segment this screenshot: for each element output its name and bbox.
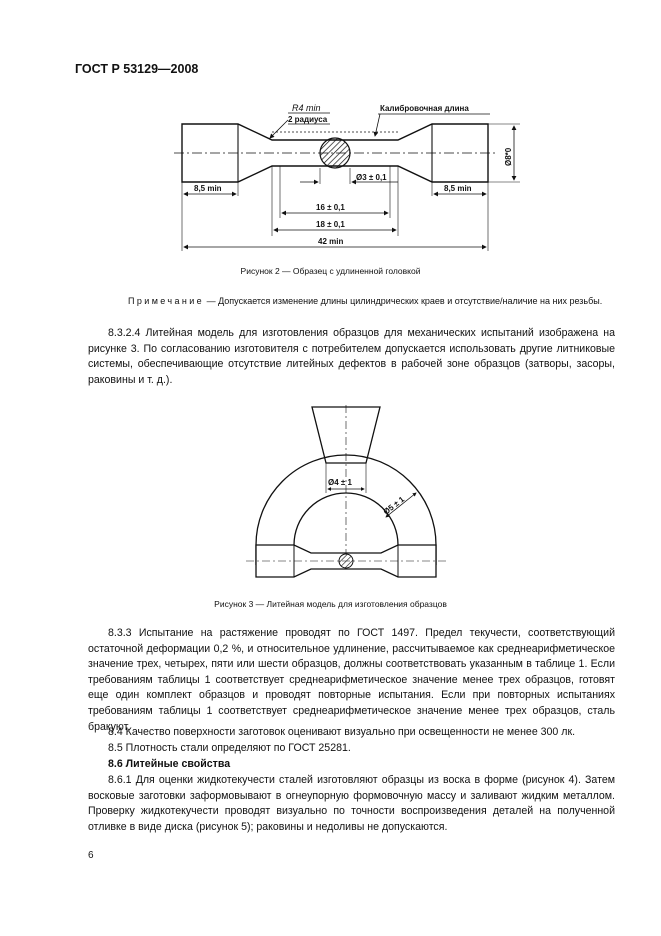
label-d3: Ø3 ± 0,1 xyxy=(356,173,387,182)
note-label: Примечание xyxy=(128,296,205,306)
label-radii: 2 радиуса xyxy=(288,115,328,124)
paragraph-8-3-2-4: 8.3.2.4 Литейная модель для изготовления… xyxy=(88,327,615,386)
label-left-len: 8,5 min xyxy=(194,184,222,193)
paragraph-8-4: 8.4 Качество поверхности заготовок оцени… xyxy=(108,726,576,738)
casting-model-drawing: Ø4 ± 1 Ø5 ± 1 xyxy=(246,405,446,578)
label-r4: R4 min xyxy=(292,103,321,113)
label-d5: Ø5 ± 1 xyxy=(382,494,407,516)
figure-3-caption: Рисунок 3 — Литейная модель для изготовл… xyxy=(214,599,447,609)
figure-2: R4 min 2 радиуса Калибровочная длина Ø8*… xyxy=(170,96,530,261)
paragraph-8-3-3: 8.3.3 Испытание на растяжение проводят п… xyxy=(88,627,615,733)
figure-3: Ø4 ± 1 Ø5 ± 1 xyxy=(236,405,456,595)
note: Примечание — Допускается изменение длины… xyxy=(88,295,615,309)
specimen-drawing: R4 min 2 радиуса Калибровочная длина Ø8*… xyxy=(174,103,520,251)
note-text: — Допускается изменение длины цилиндриче… xyxy=(204,296,603,306)
page-number: 6 xyxy=(88,850,94,861)
label-d4: Ø4 ± 1 xyxy=(328,478,353,487)
document-header: ГОСТ Р 53129—2008 xyxy=(75,62,199,76)
paragraph-8-5: 8.5 Плотность стали определяют по ГОСТ 2… xyxy=(108,742,351,754)
label-l16: 16 ± 0,1 xyxy=(316,203,345,212)
label-diam-head: Ø8*0 xyxy=(504,147,513,166)
label-l18: 18 ± 0,1 xyxy=(316,220,345,229)
label-l42: 42 min xyxy=(318,237,343,246)
label-right-len: 8,5 min xyxy=(444,184,472,193)
heading-8-6: 8.6 Литейные свойства xyxy=(108,758,231,770)
label-calib: Калибровочная длина xyxy=(380,104,469,113)
figure-2-caption: Рисунок 2 — Образец с удлиненной головко… xyxy=(240,266,421,276)
paragraph-8-6-1: 8.6.1 Для оценки жидкотекучести сталей и… xyxy=(88,774,615,833)
